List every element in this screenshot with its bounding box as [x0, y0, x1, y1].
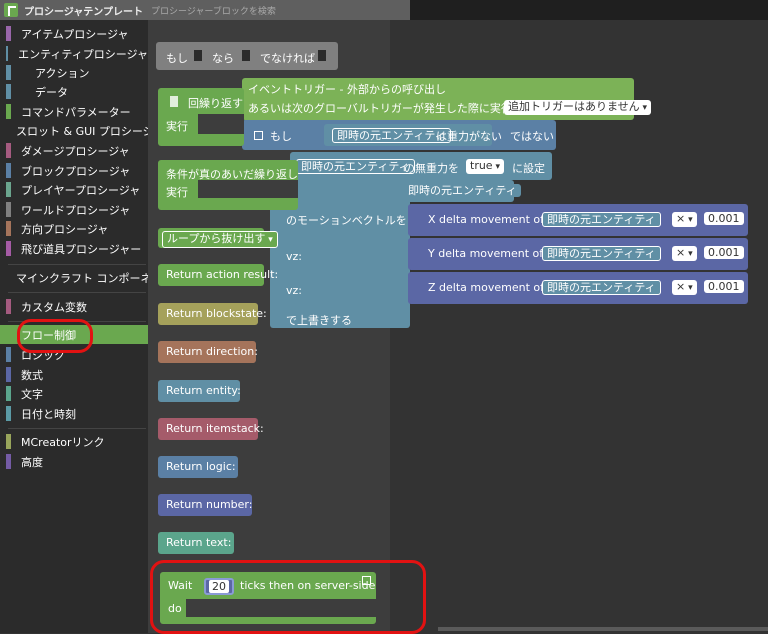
math-operator-dropdown[interactable]: × [672, 246, 697, 261]
block-search-input[interactable]: プロシージャーブロックを検索 [151, 6, 276, 17]
statement-slot [198, 114, 244, 134]
category-slot-gui[interactable]: スロット & GUI プロシージャ [16, 124, 165, 138]
event-trigger-block[interactable]: イベントトリガー - 外部からの呼び出し あるいは次のグローバルトリガーが発生し… [242, 78, 652, 120]
highlight-wait-block [150, 560, 426, 634]
highlight-flow-control [17, 319, 93, 353]
return-blockstate-block[interactable]: Return blockstate: [158, 303, 267, 325]
category-player[interactable]: プレイヤープロシージャ [0, 180, 148, 199]
category-text[interactable]: 文字 [0, 384, 148, 403]
category-color [6, 386, 11, 401]
category-color [6, 347, 11, 362]
category-actions[interactable]: アクション [0, 63, 148, 82]
while-loop-block[interactable]: 条件が真のあいだ繰り返し 実行 [158, 160, 298, 210]
input-socket [242, 50, 250, 61]
return-number-block[interactable]: Return number: [158, 494, 252, 516]
tab-procedure-templates[interactable]: プロシージャテンプレート [24, 6, 143, 18]
category-world[interactable]: ワールドプロシージャ [0, 200, 148, 219]
category-minecraft-components[interactable]: マインクラフト コンポーネント [16, 271, 174, 285]
category-color [6, 84, 11, 99]
input-socket [318, 50, 326, 61]
category-command-parameters[interactable]: コマンドパラメーター [0, 102, 148, 121]
category-color [6, 65, 11, 80]
category-projectile[interactable]: 飛び道具プロシージャー [0, 239, 148, 258]
category-color [6, 406, 11, 421]
entity-block[interactable]: 即時の元エンティティ [398, 180, 521, 202]
category-divider [8, 428, 146, 429]
category-data[interactable]: データ [0, 82, 148, 101]
toolbox-header: プロシージャテンプレート プロシージャーブロックを検索 [0, 0, 410, 20]
math-multiply-z-block[interactable]: Z delta movement of 即時の元エンティティ × 0.001 [408, 272, 748, 304]
math-operator-dropdown[interactable]: × [672, 280, 697, 295]
mutator-gear-icon[interactable] [254, 131, 263, 140]
return-text-block[interactable]: Return text: [158, 532, 234, 554]
math-multiply-x-block[interactable]: X delta movement of 即時の元エンティティ × 0.001 [408, 204, 748, 236]
category-math[interactable]: 数式 [0, 365, 148, 384]
category-color [6, 104, 11, 119]
category-color [6, 202, 11, 217]
category-color [6, 241, 11, 256]
category-color [6, 454, 11, 469]
math-operator-dropdown[interactable]: × [672, 212, 697, 227]
return-action-result-block[interactable]: Return action result: [158, 264, 278, 286]
category-item-procedures[interactable]: アイテムプロシージャ [0, 24, 148, 43]
category-mcreator-link[interactable]: MCreatorリンク [0, 432, 148, 451]
category-color [6, 299, 11, 314]
break-loop-block[interactable]: ループから抜け出す [158, 228, 278, 248]
mutator-gear-icon[interactable] [362, 576, 371, 585]
category-color [6, 143, 11, 158]
category-custom-variables[interactable]: カスタム変数 [0, 297, 148, 316]
return-itemstack-block[interactable]: Return itemstack: [158, 418, 264, 440]
category-color [6, 327, 11, 342]
statement-slot [186, 599, 376, 617]
global-trigger-dropdown[interactable]: 追加トリガーはありません [504, 100, 652, 115]
category-color [6, 221, 11, 236]
category-color [6, 46, 9, 61]
category-color [6, 367, 11, 382]
category-damage[interactable]: ダメージプロシージャ [0, 141, 148, 160]
category-entity-procedures[interactable]: エンティティプロシージャ [0, 44, 148, 63]
category-date-time[interactable]: 日付と時刻 [0, 404, 148, 423]
category-divider [8, 264, 146, 265]
number-field[interactable]: 0.001 [704, 212, 744, 225]
mcreator-logo-icon [4, 3, 18, 17]
math-multiply-y-block[interactable]: Y delta movement of 即時の元エンティティ × 0.001 [408, 238, 748, 270]
wait-ticks-number-field[interactable]: 20 [204, 578, 234, 595]
repeat-times-block[interactable]: 回繰り返す 実行 [158, 88, 244, 146]
category-color [6, 434, 11, 449]
set-no-gravity-block[interactable]: 即時の元エンティティ の無重力を true に設定 [290, 152, 552, 180]
gravity-value-dropdown[interactable]: true [466, 159, 504, 174]
input-socket [194, 50, 202, 61]
return-direction-block[interactable]: Return direction: [158, 341, 258, 363]
category-color [6, 182, 11, 197]
return-logic-block[interactable]: Return logic: [158, 456, 238, 478]
statement-slot [198, 180, 298, 198]
number-field[interactable]: 0.001 [704, 246, 744, 259]
return-entity-block[interactable]: Return entity: [158, 380, 241, 402]
horizontal-scrollbar[interactable] [438, 627, 768, 631]
has-no-gravity-block[interactable]: 即時の元エンティティ は重力がない [324, 124, 502, 146]
set-motion-vector-block[interactable]: のモーションベクトルを vz: vz: で上書きする [270, 180, 410, 328]
category-block[interactable]: ブロックプロシージャ [0, 161, 148, 180]
category-color [6, 26, 11, 41]
category-direction[interactable]: 方向プロシージャ [0, 219, 148, 238]
category-advanced[interactable]: 高度 [0, 452, 148, 471]
if-not-block[interactable]: もし 即時の元エンティティ は重力がない ではない [242, 120, 556, 150]
input-socket [170, 96, 178, 107]
wait-ticks-block[interactable]: Wait 20 ticks then on server-side do [160, 572, 376, 624]
number-field[interactable]: 0.001 [704, 280, 744, 293]
category-divider [8, 292, 146, 293]
if-then-else-block[interactable]: もし なら でなければ [156, 42, 338, 70]
category-flow-control[interactable]: フロー制御 [0, 325, 148, 344]
category-color [6, 163, 11, 178]
